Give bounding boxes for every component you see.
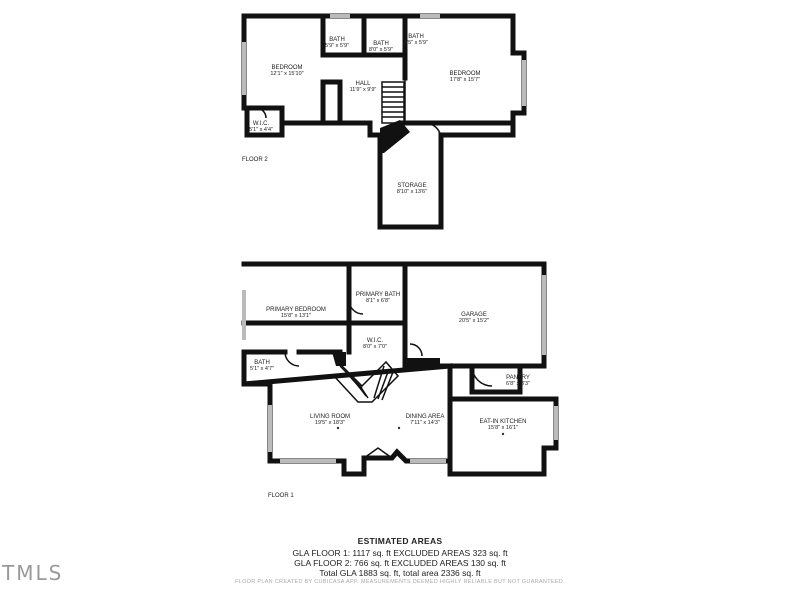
room-name: BATH (254, 360, 270, 366)
floor-2-outer-walls (241, 13, 527, 230)
room-name: PANTRY (506, 375, 530, 381)
room-name: W.I.C. (253, 121, 270, 127)
room-dimensions: 20'5" x 15'2" (459, 318, 489, 324)
room-dimensions: 15'8" x 13'1" (281, 313, 311, 319)
room-dimensions: 7'11" x 14'3" (410, 420, 440, 426)
area-line-floor-2: GLA FLOOR 2: 766 sq. ft EXCLUDED AREAS 1… (294, 558, 506, 568)
room-name: BEDROOM (271, 65, 302, 71)
room-name: BATH (329, 37, 345, 43)
room-dimensions: 8'5" x 5'9" (404, 40, 428, 46)
room-name: GARAGE (461, 312, 487, 318)
door-swing (424, 122, 442, 140)
floor-1-stairs (332, 352, 440, 403)
room-dimensions: 5'1" x 4'7" (250, 366, 274, 372)
door-swing (409, 343, 423, 357)
door-swing (471, 365, 493, 387)
floor-1-plan: PRIMARY BEDROOM 15'8" x 13'1" PRIMARY BA… (241, 261, 559, 499)
room-dimensions: 8'10" x 13'6" (397, 189, 427, 195)
light-fixture-icon (501, 432, 505, 436)
room-dimensions: 8'0" x 5'9" (369, 47, 393, 53)
room-name: DINING AREA (406, 414, 445, 420)
room-dimensions: 8'1" x 6'8" (366, 298, 390, 304)
room-dimensions: 5'9" x 5'9" (325, 43, 349, 49)
room-name: BATH (408, 34, 424, 40)
room-name: LIVING ROOM (310, 414, 350, 420)
room-dimensions: 11'9" x 9'9" (350, 87, 377, 93)
estimated-areas-title: ESTIMATED AREAS (357, 536, 443, 546)
room-name: HALL (355, 81, 371, 87)
room-dimensions: 6'8" x 3'3" (506, 381, 530, 387)
door-swing (348, 299, 364, 315)
room-name: BATH (373, 41, 389, 47)
brand-watermark: TMLS (2, 561, 64, 585)
wall (469, 363, 523, 395)
light-fixture-icon (336, 426, 340, 430)
floor-2-plan: BATH 5'9" x 5'9" BATH 8'0" x 5'9" BATH 8… (241, 13, 527, 230)
estimated-areas: ESTIMATED AREAS GLA FLOOR 1: 1117 sq. ft… (0, 536, 800, 578)
room-dimensions: 12'1" x 15'10" (270, 71, 303, 77)
room-name: STORAGE (397, 183, 426, 189)
room-name: W.I.C. (367, 338, 384, 344)
light-fixture-icon (397, 426, 401, 430)
room-dimensions: 8'0" x 7'0" (363, 344, 387, 350)
door-swing (284, 351, 300, 367)
wall (320, 79, 343, 124)
room-name: PRIMARY BATH (356, 292, 400, 298)
room-dimensions: 15'8" x 16'1" (488, 425, 518, 431)
area-line-total: Total GLA 1883 sq. ft, total area 2336 s… (319, 568, 481, 578)
room-dimensions: 5'1" x 4'4" (249, 127, 273, 133)
area-line-floor-1: GLA FLOOR 1: 1117 sq. ft EXCLUDED AREAS … (292, 548, 508, 558)
door-swing (363, 447, 393, 459)
room-dimensions: 17'8" x 15'7" (450, 77, 480, 83)
footer-disclaimer: FLOOR PLAN CREATED BY CUBICASA APP. MEAS… (235, 579, 565, 585)
floor-label: FLOOR 2 (242, 157, 268, 163)
floor-2-stairs (380, 81, 410, 153)
door-swing (255, 107, 267, 119)
room-name: BEDROOM (449, 71, 480, 77)
floor-label: FLOOR 1 (268, 493, 294, 499)
room-name: PRIMARY BEDROOM (266, 307, 326, 313)
room-dimensions: 19'5" x 18'3" (315, 420, 345, 426)
wall (241, 349, 273, 387)
room-name: EAT-IN KITCHEN (480, 419, 527, 425)
